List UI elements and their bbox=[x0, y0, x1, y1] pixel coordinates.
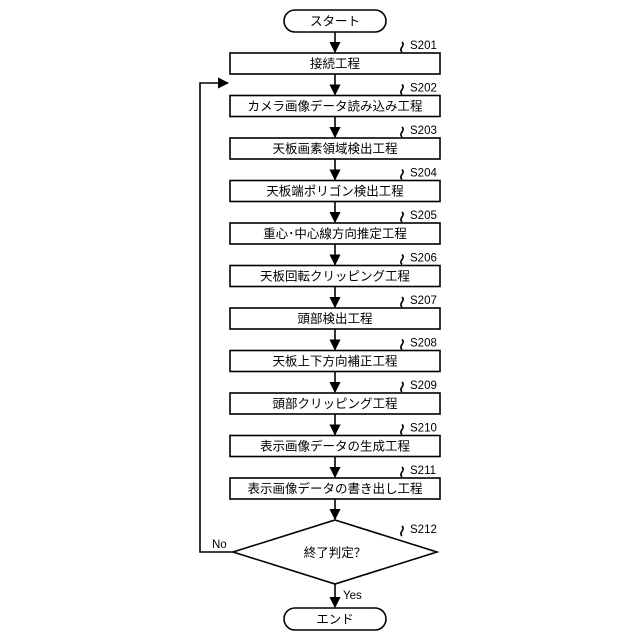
process-label: 天板回転クリッピング工程 bbox=[260, 269, 411, 284]
step-leader-S202 bbox=[401, 85, 403, 95]
step-id-S201: S201 bbox=[410, 40, 437, 52]
process-label: 表示画像データの書き出し工程 bbox=[247, 481, 423, 496]
step-id-S211: S211 bbox=[410, 465, 436, 477]
step-leader-S203 bbox=[401, 127, 403, 137]
process-label: 表示画像データの生成工程 bbox=[260, 439, 411, 454]
step-leader-S212 bbox=[401, 526, 403, 536]
end-terminal: エンド bbox=[284, 608, 386, 630]
step-leader-S211 bbox=[401, 467, 403, 477]
step-id-S204: S204 bbox=[410, 168, 437, 180]
step-leader-S210 bbox=[401, 425, 403, 435]
step-id-S206: S206 bbox=[410, 253, 437, 265]
step-leader-S207 bbox=[401, 297, 403, 307]
step-id-S210: S210 bbox=[410, 423, 437, 435]
step-id-S212: S212 bbox=[410, 524, 437, 536]
step-id-S203: S203 bbox=[410, 125, 437, 137]
step-id-S202: S202 bbox=[410, 83, 437, 95]
decision-node: 終了判定？ S212 bbox=[233, 520, 437, 584]
step-leader-S208 bbox=[401, 340, 403, 350]
step-leader-S204 bbox=[401, 170, 403, 180]
decision-label: 終了判定？ bbox=[304, 545, 367, 560]
yes-label: Yes bbox=[343, 590, 362, 602]
step-id-S207: S207 bbox=[410, 295, 437, 307]
end-label: エンド bbox=[316, 612, 354, 627]
process-label: 頭部検出工程 bbox=[297, 311, 373, 326]
process-label: 天板画素領域検出工程 bbox=[272, 141, 398, 156]
no-label: No bbox=[212, 539, 227, 551]
process-label: 重心･中心線方向推定工程 bbox=[263, 226, 407, 241]
arrow-no-loop bbox=[200, 83, 233, 552]
step-id-S205: S205 bbox=[410, 210, 437, 222]
process-label: カメラ画像データ読み込み工程 bbox=[247, 99, 423, 114]
step-leader-S205 bbox=[401, 212, 403, 222]
process-label: 接続工程 bbox=[310, 56, 361, 71]
process-label: 天板端ポリゴン検出工程 bbox=[266, 184, 404, 199]
step-leader-S209 bbox=[401, 382, 403, 392]
process-label: 頭部クリッピング工程 bbox=[272, 396, 398, 411]
step-leader-S206 bbox=[401, 255, 403, 265]
start-terminal: スタート bbox=[284, 10, 386, 32]
step-id-S209: S209 bbox=[410, 380, 437, 392]
process-label: 天板上下方向補正工程 bbox=[272, 354, 398, 369]
start-label: スタート bbox=[310, 14, 360, 29]
step-id-S208: S208 bbox=[410, 338, 437, 350]
step-leader-S201 bbox=[401, 42, 403, 52]
